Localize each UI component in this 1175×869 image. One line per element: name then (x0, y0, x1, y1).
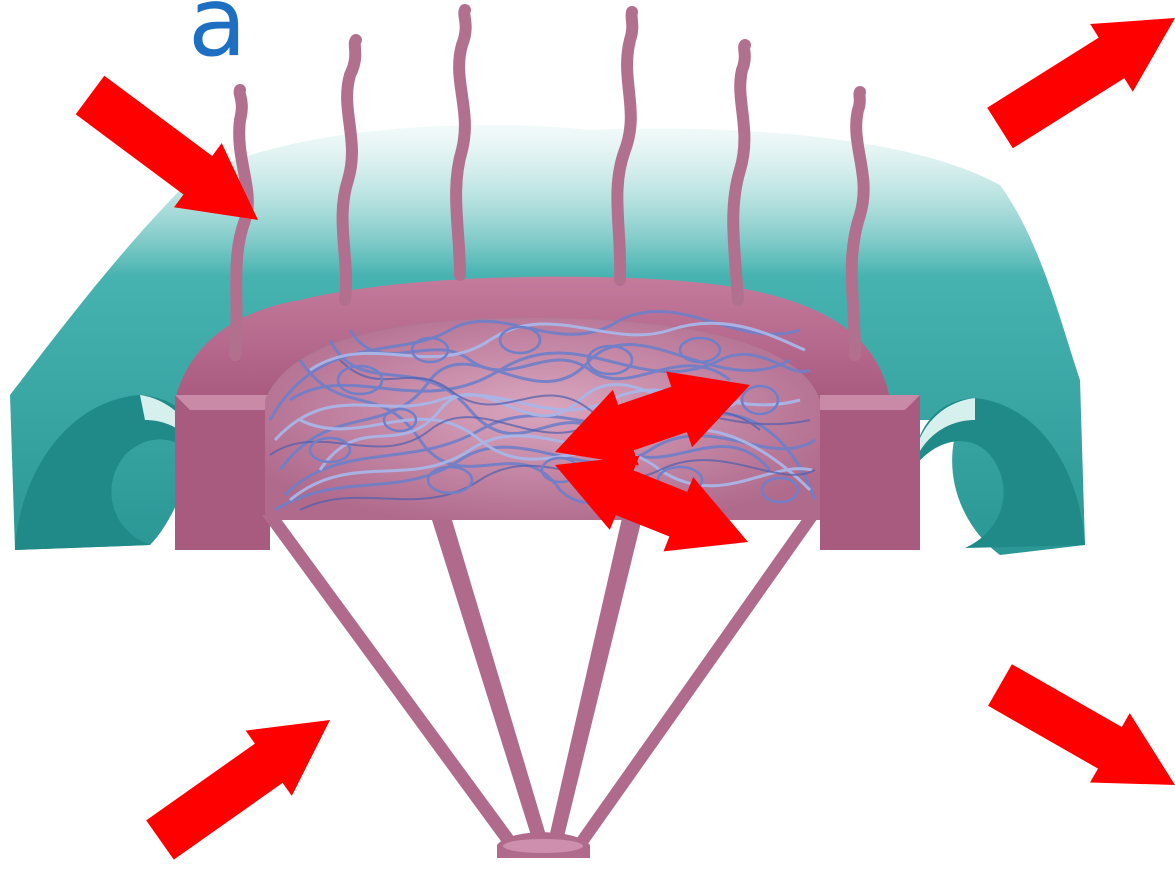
ring-right-block (820, 395, 920, 550)
arrow-icon (76, 76, 258, 220)
ring (175, 277, 920, 550)
strut (572, 515, 820, 848)
struts (262, 515, 820, 858)
strut (262, 515, 520, 848)
arrow-icon (988, 664, 1175, 785)
strut (548, 518, 642, 845)
arrow-icon (987, 18, 1175, 148)
arrow-icon (146, 720, 330, 860)
ring-left-block (175, 395, 270, 550)
strut (432, 520, 548, 845)
ring-hole (265, 318, 820, 520)
